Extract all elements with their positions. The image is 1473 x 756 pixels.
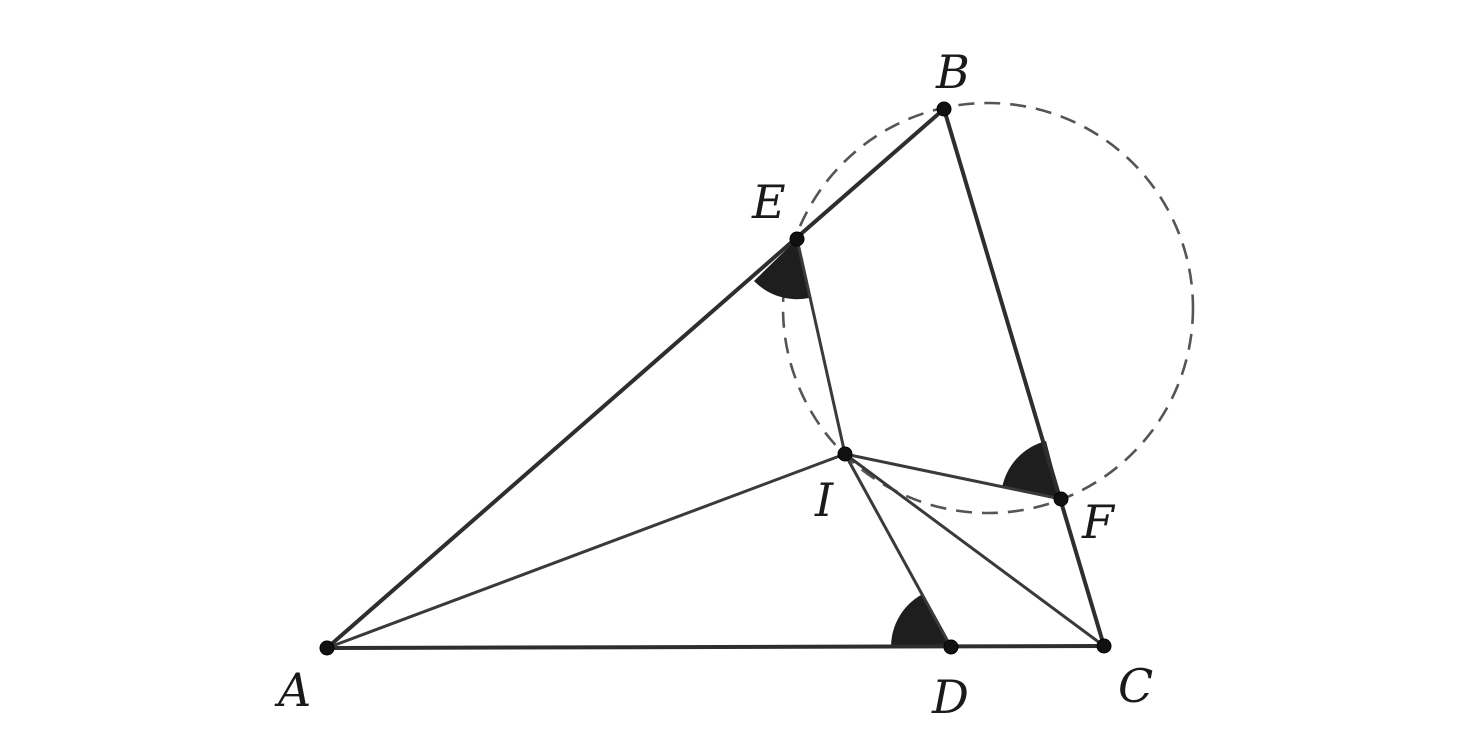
- label-E: E: [751, 175, 786, 229]
- point-B: [936, 101, 952, 117]
- side-AB: [325, 107, 946, 650]
- segment-AI: [325, 452, 847, 650]
- dashed-circle: [781, 101, 1195, 515]
- point-C: [1096, 638, 1112, 654]
- label-D: D: [931, 670, 969, 724]
- segment-IF: [843, 452, 1063, 501]
- point-F: [1053, 491, 1069, 507]
- label-A: A: [274, 663, 311, 717]
- angle-mark-D: [891, 595, 951, 647]
- point-A: [319, 640, 335, 656]
- segment-IE: [795, 237, 847, 456]
- label-B: B: [935, 45, 970, 99]
- label-I: I: [814, 473, 834, 527]
- point-D: [943, 639, 959, 655]
- point-I: [837, 446, 853, 462]
- side-BC: [942, 107, 1106, 648]
- label-F: F: [1081, 495, 1116, 549]
- angle-mark-E: [754, 239, 809, 300]
- segment-IC: [843, 452, 1106, 648]
- segment-ID: [843, 452, 953, 649]
- label-C: C: [1118, 659, 1153, 713]
- side-AC: [325, 644, 1106, 650]
- point-E: [789, 231, 805, 247]
